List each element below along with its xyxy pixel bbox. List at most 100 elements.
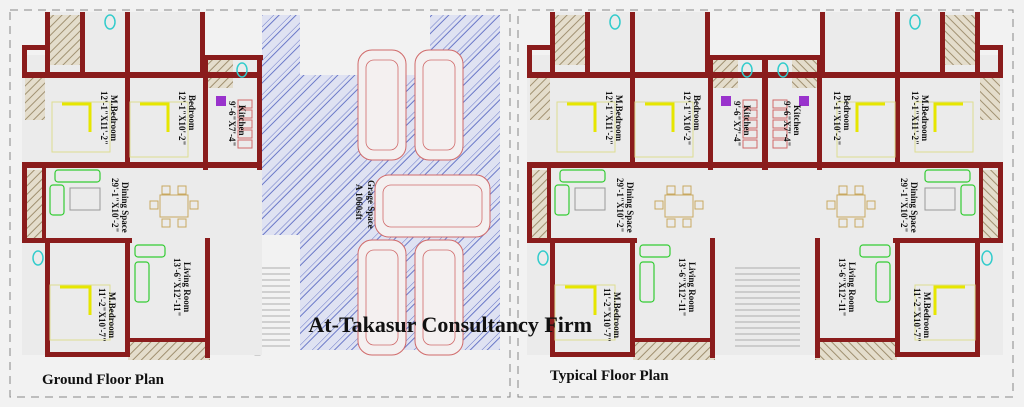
wall — [547, 162, 551, 242]
room-name-living: Living Room — [687, 262, 697, 313]
room-name-m-bedroom-top: M.Bedroom — [920, 95, 930, 142]
wall — [708, 55, 713, 170]
kitchen-counter-icon — [742, 139, 758, 149]
room-size-m-bedroom-top: 12'-1"X11'-2" — [910, 91, 920, 145]
car-icon — [414, 239, 464, 356]
car-icon — [357, 49, 407, 161]
garage-name: Grage Space — [366, 180, 376, 229]
wall — [527, 162, 532, 242]
chair-icon — [838, 185, 848, 195]
room-name-kitchen: Kitchen — [792, 105, 802, 136]
bed-icon — [129, 101, 189, 158]
coffee-table-icon — [574, 187, 606, 211]
room-size-m-bedroom-bottom: 11'-2"X10'-7" — [912, 288, 922, 342]
sofa-icon — [54, 169, 101, 183]
sofa-icon — [49, 184, 65, 216]
room-size-kitchen: 9'-6"X7'-4" — [782, 101, 792, 147]
wall — [975, 12, 980, 78]
toilet-icon — [104, 14, 116, 30]
room-size-kitchen: 9'-6"X7'-4" — [732, 101, 742, 147]
typical-floor-plan-title: Typical Floor Plan — [550, 368, 669, 384]
wall — [763, 162, 1003, 168]
kitchen-counter-icon — [237, 109, 253, 119]
toilet-icon — [741, 62, 753, 78]
bed-icon — [634, 101, 694, 158]
sofa-icon — [924, 169, 971, 183]
kitchen-counter-icon — [742, 109, 758, 119]
chair-icon — [694, 200, 704, 210]
chair-icon — [177, 185, 187, 195]
balcony — [815, 338, 897, 360]
kitchen-counter-icon — [237, 99, 253, 109]
wall — [550, 352, 635, 357]
ground-floor-plan-title: Ground Floor Plan — [42, 372, 165, 388]
wall — [45, 238, 50, 356]
wall — [710, 238, 715, 358]
kitchen-counter-icon — [772, 129, 788, 139]
wall — [762, 55, 822, 60]
chair-icon — [682, 218, 692, 228]
balcony — [555, 15, 585, 65]
balcony — [128, 338, 210, 360]
bed-icon — [836, 101, 896, 158]
dining-table-icon — [664, 194, 694, 218]
bed-icon — [914, 101, 974, 153]
wall — [585, 12, 590, 78]
room-name-bedroom: Bedroom — [692, 95, 702, 131]
room-name-dining: Dining Space — [120, 182, 130, 233]
chair-icon — [161, 218, 171, 228]
wall — [527, 45, 532, 75]
room-size-dining: 29'-1"X10'-2" — [615, 178, 625, 233]
chair-icon — [682, 185, 692, 195]
room-size-living: 13'-6"X12'-11" — [172, 258, 182, 317]
room-name-m-bedroom-top: M.Bedroom — [109, 95, 119, 142]
room-name-kitchen: Kitchen — [742, 105, 752, 136]
balcony — [633, 338, 715, 360]
kitchen-counter-icon — [237, 119, 253, 129]
wall — [895, 12, 900, 167]
kitchen-counter-icon — [742, 129, 758, 139]
room-name-dining: Dining Space — [625, 182, 635, 233]
room-size-kitchen: 9'-6"X7'-4" — [227, 101, 237, 147]
chair-icon — [826, 200, 836, 210]
room-size-m-bedroom-bottom: 11'-2"X10'-7" — [97, 288, 107, 342]
wall — [125, 338, 210, 342]
room-size-bedroom: 12'-1"X10'-2" — [177, 91, 187, 146]
wall — [550, 12, 555, 78]
bed-icon — [914, 284, 976, 341]
sofa-icon — [859, 244, 891, 258]
dining-table-icon — [159, 194, 189, 218]
wall — [708, 55, 768, 60]
wall — [22, 45, 48, 50]
kitchen-counter-icon — [772, 139, 788, 149]
room-name-m-bedroom-bottom: M.Bedroom — [922, 292, 932, 339]
wall — [893, 238, 1003, 243]
balcony — [945, 15, 975, 65]
room-name-living: Living Room — [182, 262, 192, 313]
sofa-icon — [639, 244, 671, 258]
wall — [42, 162, 46, 242]
wall — [815, 238, 820, 358]
room-size-m-bedroom-top: 12'-1"X11'-2" — [604, 91, 614, 145]
toilet-icon — [537, 250, 549, 266]
toilet-icon — [609, 14, 621, 30]
room-name-bedroom: Bedroom — [187, 95, 197, 131]
wall — [977, 45, 1003, 50]
chair-icon — [149, 200, 159, 210]
room-name-m-bedroom-top: M.Bedroom — [614, 95, 624, 142]
kitchen-counter-icon — [237, 129, 253, 139]
wall — [630, 12, 635, 167]
watermark: At-Takasur Consultancy Firm — [308, 312, 592, 337]
ground-floor-frame — [9, 9, 511, 398]
room-name-dining: Dining Space — [909, 182, 919, 233]
stove-icon — [799, 96, 809, 106]
room-name-m-bedroom-bottom: M.Bedroom — [612, 292, 622, 339]
room-name-living: Living Room — [847, 262, 857, 313]
wall — [22, 45, 27, 75]
chair-icon — [854, 185, 864, 195]
typical-floor-unit-left — [527, 12, 768, 360]
wall — [940, 12, 945, 78]
room-size-living: 13'-6"X12'-11" — [677, 258, 687, 317]
chair-icon — [189, 200, 199, 210]
balcony — [50, 15, 80, 65]
